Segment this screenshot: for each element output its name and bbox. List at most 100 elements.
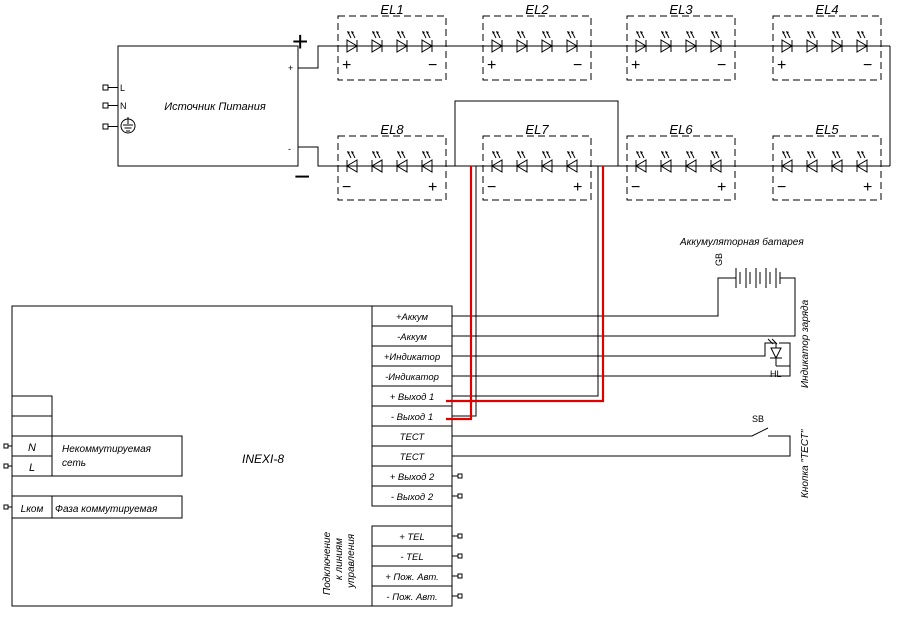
terminal-label: ТЕСТ <box>400 432 426 443</box>
tel-terminal-label: + Пож. Авт. <box>385 572 439 583</box>
led-module-left-sign: + <box>631 57 640 74</box>
led-module-name: EL6 <box>669 122 693 137</box>
control-label-2: к линиям <box>334 538 345 580</box>
controller-terminal: ТЕСТ <box>371 445 453 467</box>
tel-terminal: - Пож. Авт. <box>371 585 463 607</box>
led-module-el7: EL7 − + <box>482 122 592 201</box>
led-module-el8: EL8−+ <box>337 122 447 201</box>
test-button-ref: SB <box>752 414 764 424</box>
external-wiring <box>446 166 796 457</box>
controller-terminal: -Индикатор <box>371 365 453 387</box>
terminal-label: + Выход 2 <box>390 472 435 483</box>
led-diode-icon <box>856 151 868 173</box>
led-diode-icon <box>396 151 408 173</box>
battery-ref: GB <box>714 253 724 266</box>
control-label-1: Подключение <box>322 531 333 595</box>
power-wiring <box>298 45 891 167</box>
led-diode-icon <box>491 151 503 173</box>
led-module-el4: EL4 + − <box>772 2 882 81</box>
led-diode-icon <box>516 151 528 173</box>
led-diode-icon <box>635 151 647 173</box>
led-diode-icon <box>421 31 433 53</box>
led-module-right-sign: + <box>863 179 872 196</box>
indicator-led: HL Индикатор заряда <box>767 299 811 388</box>
battery-label: Аккумуляторная батарея <box>679 236 804 248</box>
controller-terminal: ТЕСТ <box>371 425 453 447</box>
network-label-1: Некоммутируемая <box>62 444 152 455</box>
led-module-left-sign: − <box>487 179 496 196</box>
network-label-2: сеть <box>62 458 86 469</box>
switched-phase-label: Фаза коммутируемая <box>55 504 158 515</box>
lkom-terminal: Lком <box>21 504 44 515</box>
led-module-name: EL7 <box>525 122 549 137</box>
tel-terminal: + Пож. Авт. <box>371 565 463 587</box>
led-diode-icon <box>541 31 553 53</box>
controller-terminal: + Выход 1 <box>371 385 453 407</box>
led-module-right-sign: − <box>863 57 872 74</box>
controller-terminal: +Аккум <box>371 305 453 327</box>
led-module-left-sign: + <box>342 57 351 74</box>
controller-terminal: - Выход 2 <box>371 485 463 507</box>
led-module-name: EL8 <box>380 122 404 137</box>
led-diode-icon <box>806 31 818 53</box>
led-diode-icon <box>781 31 793 53</box>
led-diode-icon <box>371 151 383 173</box>
led-diode-icon <box>710 31 722 53</box>
power-supply: Источник Питания L N + - + − <box>102 26 310 192</box>
led-module-right-sign: + <box>717 179 726 196</box>
led-module-left-sign: − <box>777 179 786 196</box>
controller-terminal: -Аккум <box>371 325 453 347</box>
led-diode-icon <box>831 31 843 53</box>
led-module-left-sign: − <box>631 179 640 196</box>
ps-out-plus: + <box>288 63 293 73</box>
controller-name: INEXI-8 <box>242 452 284 466</box>
led-diode-icon <box>635 31 647 53</box>
led-module-name: EL5 <box>815 122 839 137</box>
led-diode-icon <box>396 31 408 53</box>
ground-icon <box>120 117 136 134</box>
led-module-left-sign: + <box>487 57 496 74</box>
tel-terminal-label: - TEL <box>400 552 423 563</box>
terminal-label: + Выход 1 <box>390 392 435 403</box>
led-diode-icon <box>856 31 868 53</box>
ps-minus-sign: − <box>294 161 310 192</box>
controller-terminal: + Выход 2 <box>371 465 463 487</box>
led-module-el5: EL5 − + <box>772 122 882 201</box>
led-module-el1: EL1+− <box>337 2 447 81</box>
ps-terminal-n: N <box>120 101 127 111</box>
ps-out-minus: - <box>288 144 291 154</box>
terminal-label: ТЕСТ <box>400 452 426 463</box>
power-supply-label: Источник Питания <box>164 101 266 113</box>
led-diode-icon <box>371 31 383 53</box>
led-module-name: EL3 <box>669 2 693 17</box>
test-button: SB Кнопка "ТЕСТ" <box>752 414 811 498</box>
led-module-left-sign: + <box>777 57 786 74</box>
led-diode-icon <box>566 151 578 173</box>
terminal-label: +Аккум <box>396 312 429 323</box>
indicator-ref: HL <box>770 369 782 379</box>
tel-terminal: - TEL <box>371 545 463 567</box>
tel-terminal-label: - Пож. Авт. <box>386 592 437 603</box>
led-diode-icon <box>685 151 697 173</box>
network-n: N <box>28 442 36 454</box>
terminal-label: +Индикатор <box>384 352 440 363</box>
indicator-label: Индикатор заряда <box>800 299 811 388</box>
led-module-right-sign: + <box>428 179 437 196</box>
led-diode-icon <box>541 151 553 173</box>
tel-terminal-label: + TEL <box>399 532 425 543</box>
led-diode-icon <box>421 151 433 173</box>
led-diode-icon <box>346 151 358 173</box>
ps-terminal-l: L <box>120 83 125 93</box>
led-module-name: EL2 <box>525 2 549 17</box>
terminal-label: -Аккум <box>397 332 427 343</box>
led-diode-icon <box>660 151 672 173</box>
led-diode-icon <box>685 31 697 53</box>
led-module-right-sign: + <box>573 179 582 196</box>
led-module-name: EL1 <box>380 2 403 17</box>
terminal-label: -Индикатор <box>385 372 439 383</box>
network-l: L <box>29 462 35 474</box>
led-module-right-sign: − <box>573 57 582 74</box>
tel-terminal: + TEL <box>371 525 463 547</box>
led-module-name: EL4 <box>815 2 838 17</box>
